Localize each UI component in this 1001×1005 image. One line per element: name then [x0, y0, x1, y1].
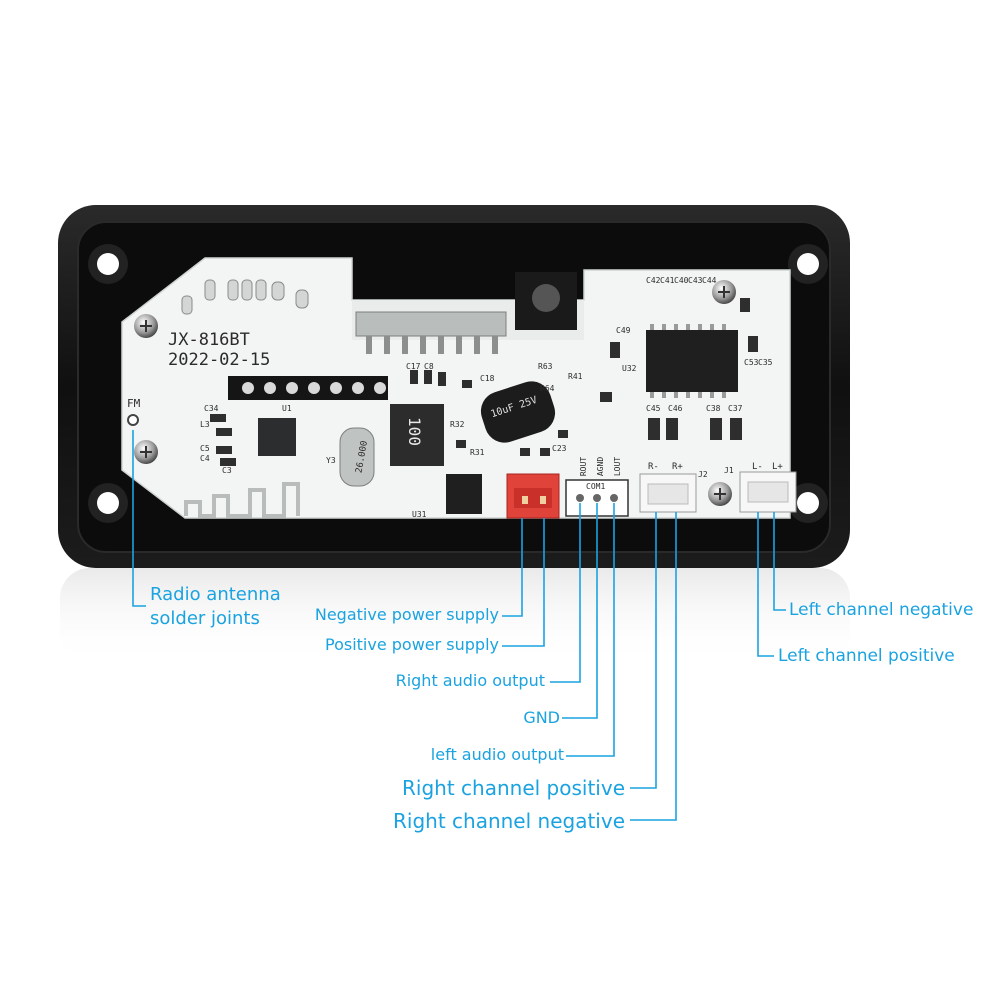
- crystal: [339, 427, 375, 487]
- bt-chip: [258, 418, 296, 456]
- callout-gnd: GND: [523, 708, 560, 727]
- callout-pos-power: Positive power supply: [324, 635, 499, 654]
- silk-c40: C40: [674, 276, 689, 285]
- silk-c3: C3: [222, 466, 232, 475]
- silk-c44: C44: [702, 276, 717, 285]
- silk-r32: R32: [450, 420, 465, 429]
- pin-header-pins: [242, 382, 386, 394]
- callout-antenna-line1: Radio antenna: [150, 584, 281, 605]
- leader-neg-power: [502, 518, 523, 617]
- fm-label: FM: [127, 397, 141, 410]
- screw-right-top: [712, 280, 736, 304]
- silk-r63: R63: [538, 362, 553, 371]
- callout-left-audio: left audio output: [430, 745, 564, 764]
- leader-lines: [132, 430, 786, 821]
- silk-l-minus: L-: [752, 462, 763, 472]
- leader-right-neg: [630, 512, 677, 821]
- callout-right-audio: Right audio output: [395, 671, 545, 690]
- mount-hole-bottom-left: [88, 483, 128, 523]
- silk-l3: L3: [200, 420, 210, 429]
- silk-u32: U32: [622, 364, 637, 373]
- silk-c43: C43: [688, 276, 703, 285]
- electrolytic-capacitor: [480, 381, 556, 443]
- silk-c37: C37: [728, 404, 743, 413]
- silk-c38: C38: [706, 404, 721, 413]
- amp-chip-pins: [650, 324, 726, 398]
- silk-c8: C8: [424, 362, 434, 371]
- silk-r-minus: R-: [648, 462, 659, 472]
- silk-com1: COM1: [586, 482, 606, 491]
- screw-left-bottom: [134, 440, 158, 464]
- silk-j2: J2: [698, 470, 708, 479]
- silk-r31: R31: [470, 448, 485, 457]
- callout-neg-power: Negative power supply: [314, 605, 499, 624]
- silk-r64: R64: [540, 384, 555, 393]
- smd-components: [210, 298, 758, 466]
- pcb-antenna: [184, 482, 300, 518]
- callout-left-pos: Left channel positive: [778, 646, 955, 666]
- leader-antenna: [132, 430, 146, 607]
- silk-c49: C49: [616, 326, 631, 335]
- silk-c4: C4: [200, 454, 210, 463]
- screw-left-top: [134, 314, 158, 338]
- inductor: [390, 404, 444, 466]
- silk-y3: Y3: [326, 456, 336, 465]
- frame-reflection: [60, 568, 850, 663]
- power-connector-inner: [514, 488, 552, 508]
- leader-right-audio: [550, 503, 581, 683]
- silk-u1: U1: [282, 404, 292, 413]
- aux-jack-hole: [532, 284, 560, 312]
- silk-r-plus: R+: [672, 462, 683, 472]
- silk-r41: R41: [568, 372, 583, 381]
- fm-solder-joint: [127, 414, 139, 426]
- silk-c35: C35: [758, 358, 773, 367]
- top-pads: [181, 279, 309, 315]
- leader-right-pos: [630, 512, 657, 789]
- silk-c46: C46: [668, 404, 683, 413]
- amp-chip: [646, 330, 738, 392]
- silk-c17: C17: [406, 362, 421, 371]
- leader-left-pos: [757, 512, 774, 657]
- screw-right-bottom: [708, 482, 732, 506]
- regulator-chip: [446, 474, 482, 514]
- leader-pos-power: [502, 518, 545, 647]
- silk-lout: LOUT: [613, 456, 623, 477]
- silk-c41: C41: [660, 276, 675, 285]
- leader-left-neg: [773, 512, 786, 611]
- callout-antenna-line2: solder joints: [150, 608, 260, 629]
- board-model: JX-816BT: [168, 330, 250, 350]
- silk-c42: C42: [646, 276, 661, 285]
- silk-u31: U31: [412, 510, 427, 519]
- silk-rout: ROUT: [579, 456, 589, 477]
- silk-c18: C18: [480, 374, 495, 383]
- silk-l-plus: L+: [772, 462, 783, 472]
- slot-pins: [366, 336, 498, 354]
- leader-left-audio: [566, 503, 615, 757]
- mount-hole-top-left: [88, 244, 128, 284]
- silk-c34: C34: [204, 404, 219, 413]
- callout-right-pos: Right channel positive: [402, 776, 625, 800]
- board-date: 2022-02-15: [168, 350, 271, 370]
- inductor-label: 100: [404, 417, 424, 446]
- mount-hole-bottom-right: [788, 483, 828, 523]
- tf-card-slot: [355, 311, 507, 337]
- silk-agnd: AGND: [596, 456, 606, 477]
- mount-hole-top-right: [788, 244, 828, 284]
- leader-gnd: [562, 503, 598, 719]
- silk-c45: C45: [646, 404, 661, 413]
- silk-c5: C5: [200, 444, 210, 453]
- callout-right-neg: Right channel negative: [393, 809, 625, 833]
- silk-c23: C23: [552, 444, 567, 453]
- silk-c53: C53: [744, 358, 759, 367]
- callout-left-neg: Left channel negative: [789, 600, 974, 620]
- silk-j1: J1: [724, 466, 734, 475]
